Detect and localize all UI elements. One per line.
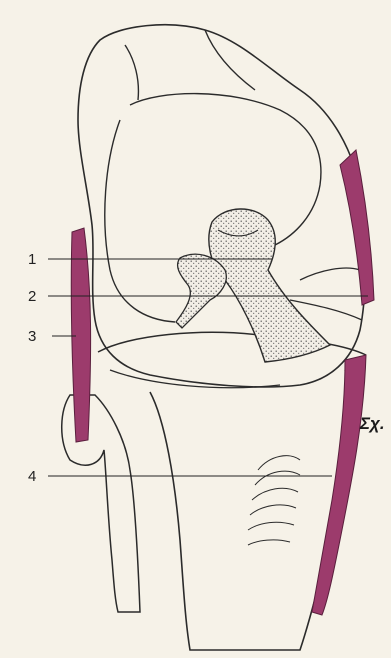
anterior-cruciate-ligament [209,209,330,362]
label-2: 2 [28,288,36,305]
label-4: 4 [28,468,36,485]
label-3: 3 [28,328,36,345]
figure-caption: Σχ. [360,414,385,434]
condyle-curve-right [300,268,360,280]
tibial-tuberosity-hatching [248,456,300,545]
patella-line [125,45,138,100]
medial-collateral-ligament-lower [312,355,366,615]
fibula [62,395,140,612]
medial-collateral-ligament-upper [340,150,374,305]
posterior-cruciate-ligament [176,254,226,328]
medial-condyle-contour [105,120,175,322]
tibia-front-curve [110,370,280,388]
label-1: 1 [28,251,36,268]
lateral-collateral-ligament [71,228,90,442]
femur-top-line [205,30,255,90]
